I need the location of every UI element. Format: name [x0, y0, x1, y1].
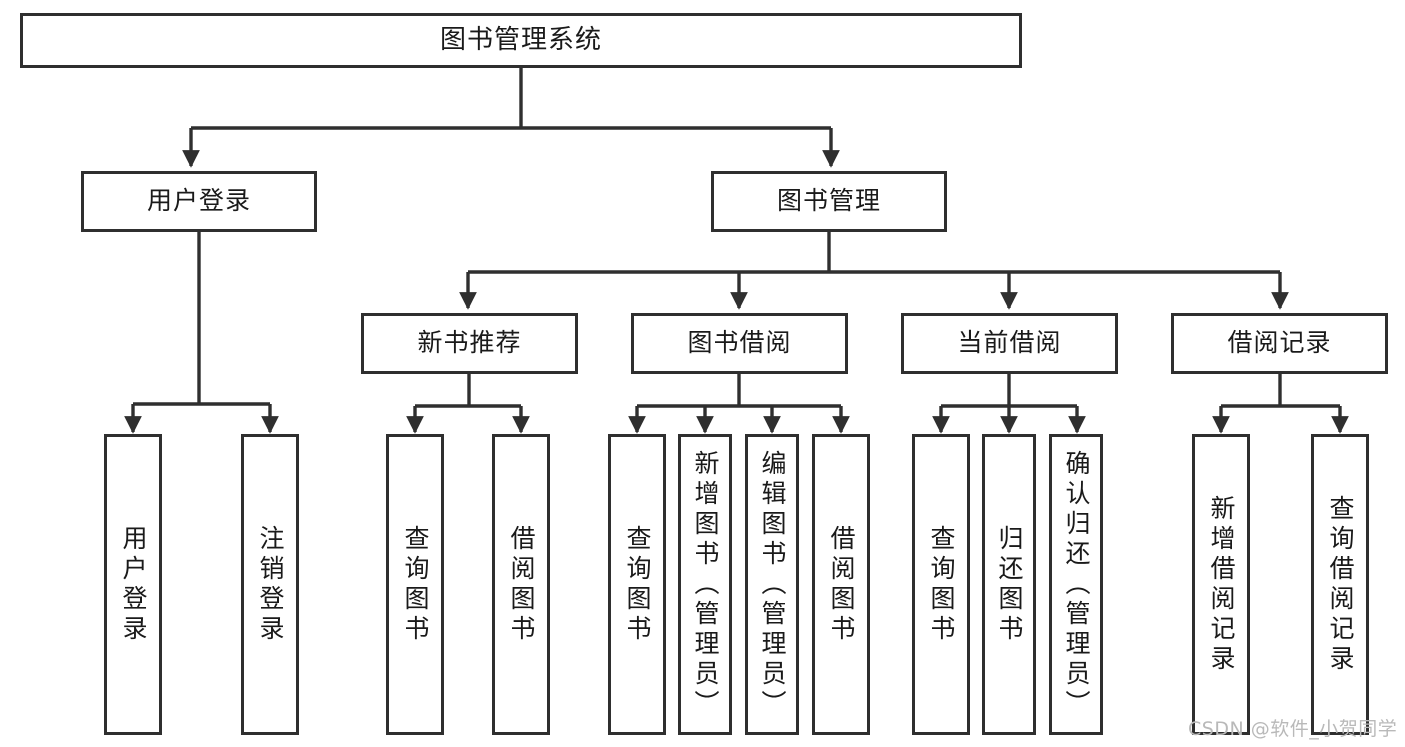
leaf-query-book-3-label: 查询图书	[927, 524, 956, 645]
leaf-logout-login-label: 注销登录	[256, 524, 285, 645]
leaf-add-book-label: 新增图书（管理员）	[691, 449, 720, 720]
leaf-add-book[interactable]: 新增图书（管理员）	[678, 434, 732, 735]
leaf-query-book-2-label: 查询图书	[623, 524, 652, 645]
leaf-user-login-label: 用户登录	[119, 524, 148, 645]
leaf-logout-login[interactable]: 注销登录	[241, 434, 299, 735]
leaf-edit-book[interactable]: 编辑图书（管理员）	[745, 434, 799, 735]
node-user-login-label: 用户登录	[146, 186, 251, 216]
node-book-manage-label: 图书管理	[776, 186, 881, 216]
leaf-return-book-label: 归还图书	[995, 524, 1024, 645]
leaf-borrow-book-2[interactable]: 借阅图书	[812, 434, 870, 735]
leaf-borrow-book-2-label: 借阅图书	[827, 524, 856, 645]
leaf-query-book-1-label: 查询图书	[401, 524, 430, 645]
leaf-borrow-book-1-label: 借阅图书	[507, 524, 536, 645]
node-root[interactable]: 图书管理系统	[20, 13, 1022, 68]
node-book-borrow[interactable]: 图书借阅	[631, 313, 848, 374]
leaf-return-book[interactable]: 归还图书	[982, 434, 1036, 735]
leaf-query-book-3[interactable]: 查询图书	[912, 434, 970, 735]
node-current-borrow-label: 当前借阅	[957, 328, 1062, 358]
leaf-borrow-book-1[interactable]: 借阅图书	[492, 434, 550, 735]
leaf-query-record[interactable]: 查询借阅记录	[1311, 434, 1369, 735]
node-borrow-record[interactable]: 借阅记录	[1171, 313, 1388, 374]
node-new-book-rec-label: 新书推荐	[417, 328, 522, 358]
node-book-manage[interactable]: 图书管理	[711, 171, 947, 232]
leaf-user-login[interactable]: 用户登录	[104, 434, 162, 735]
node-new-book-rec[interactable]: 新书推荐	[361, 313, 578, 374]
node-current-borrow[interactable]: 当前借阅	[901, 313, 1118, 374]
leaf-query-record-label: 查询借阅记录	[1326, 494, 1355, 675]
node-root-label: 图书管理系统	[439, 24, 602, 55]
csdn-watermark: CSDN @软件_小贺同学	[1188, 718, 1398, 740]
leaf-query-book-1[interactable]: 查询图书	[386, 434, 444, 735]
node-borrow-record-label: 借阅记录	[1227, 328, 1332, 358]
leaf-add-record[interactable]: 新增借阅记录	[1192, 434, 1250, 735]
leaf-confirm-return[interactable]: 确认归还（管理员）	[1049, 434, 1103, 735]
leaf-edit-book-label: 编辑图书（管理员）	[758, 449, 787, 720]
leaf-add-record-label: 新增借阅记录	[1207, 494, 1236, 675]
leaf-query-book-2[interactable]: 查询图书	[608, 434, 666, 735]
node-user-login[interactable]: 用户登录	[81, 171, 317, 232]
node-book-borrow-label: 图书借阅	[687, 328, 792, 358]
leaf-confirm-return-label: 确认归还（管理员）	[1062, 449, 1091, 720]
